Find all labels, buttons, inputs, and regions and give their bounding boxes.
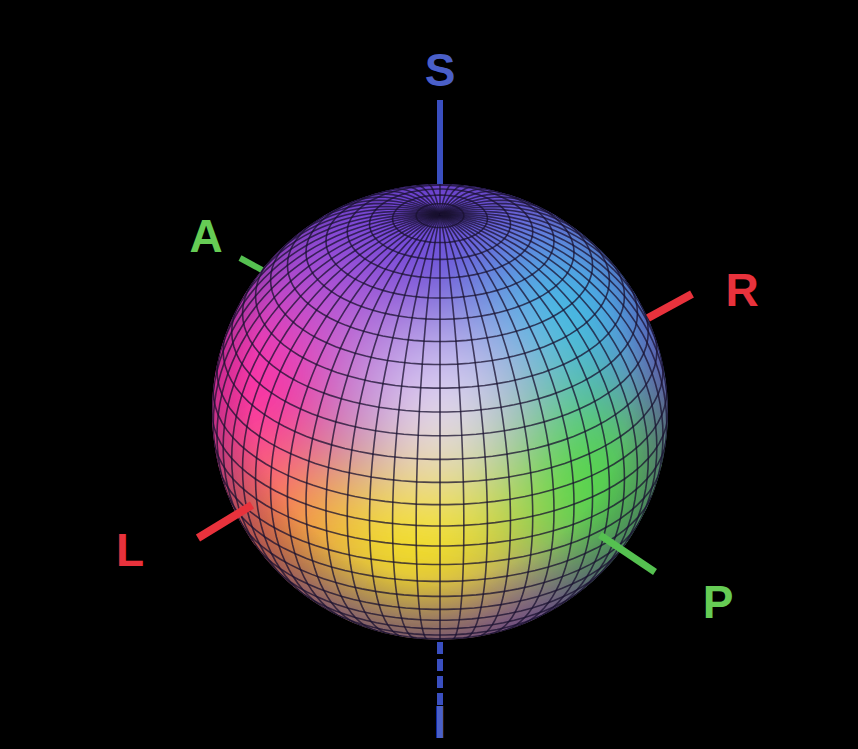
right-axis [648, 294, 692, 318]
grid-line [256, 215, 440, 599]
grid-line [428, 184, 440, 214]
grid-line [405, 187, 440, 215]
grid-line [389, 189, 440, 215]
grid-line [326, 215, 440, 632]
grid-line [216, 214, 440, 369]
axis-label: A [189, 213, 222, 259]
sphere-colors [160, 170, 680, 640]
inferior-axis [437, 642, 443, 705]
axis-label: P [703, 579, 734, 625]
grid-line [361, 194, 440, 214]
grid-line [232, 215, 440, 566]
axis-label: R [725, 267, 758, 313]
anterior-axis [240, 258, 262, 270]
grid-line [416, 185, 440, 214]
grid-line [213, 215, 440, 465]
left-axis [198, 505, 252, 538]
grid-line [439, 215, 441, 640]
axis-label: L [116, 527, 144, 573]
grid-line [306, 215, 440, 626]
grid-line [228, 213, 440, 328]
grid-line [347, 215, 440, 635]
grid-line [440, 215, 554, 632]
posterior-axis [600, 535, 655, 572]
grid-line [271, 215, 440, 610]
grid-line [440, 215, 574, 626]
axis-label: S [425, 47, 456, 93]
grid-line [271, 209, 440, 258]
grid-line [440, 215, 609, 610]
grid-line [247, 211, 440, 291]
grid-line [440, 215, 487, 639]
grid-line [217, 215, 440, 505]
grid-line [440, 214, 664, 369]
grid-line [212, 215, 440, 412]
grid-line [440, 213, 652, 328]
axis-label: I [434, 699, 447, 745]
grid-line [223, 215, 440, 542]
grid-line [440, 215, 648, 566]
grid-line [440, 215, 510, 637]
grid-line [440, 215, 464, 640]
